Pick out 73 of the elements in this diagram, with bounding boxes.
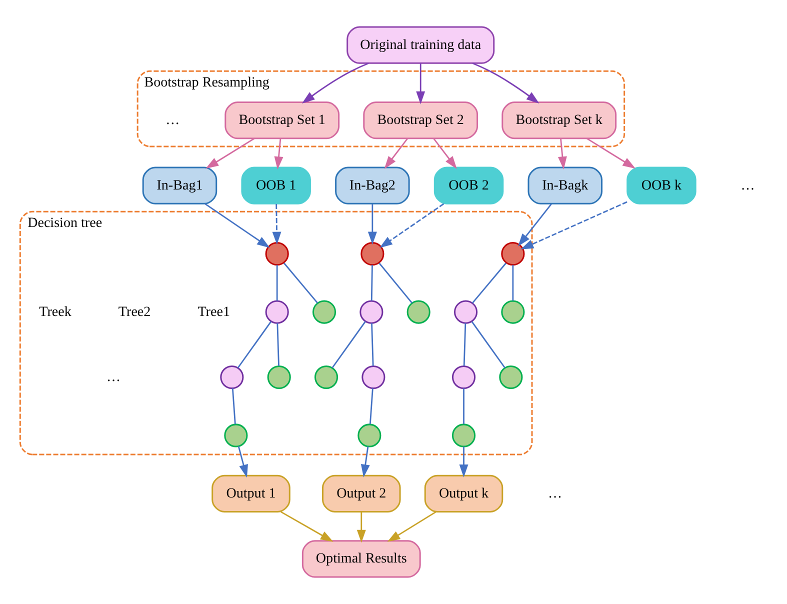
arrow — [472, 62, 540, 104]
connector — [276, 323, 280, 366]
connector — [471, 321, 506, 368]
node-circle — [267, 365, 291, 390]
node-box: OOB 1 — [241, 166, 311, 204]
node-circle — [454, 300, 478, 324]
arrow — [586, 138, 636, 169]
node-circle — [312, 300, 336, 324]
arrow — [416, 63, 426, 104]
connector — [284, 262, 318, 304]
node-box: Output 2 — [322, 474, 401, 512]
arrow — [433, 138, 457, 170]
connector — [276, 264, 278, 301]
node-circle — [314, 365, 338, 390]
arrow — [238, 446, 248, 478]
node-box: Bootstrap Set 2 — [363, 102, 478, 140]
node-circle — [452, 424, 476, 448]
label: Tree2 — [118, 304, 151, 320]
arrow — [272, 204, 282, 245]
node-box: Original training data — [346, 26, 495, 64]
connector — [463, 323, 466, 366]
arrow — [356, 512, 366, 543]
connector — [463, 388, 464, 424]
node-circle — [501, 242, 525, 266]
arrow — [459, 446, 468, 478]
node-circle — [501, 300, 525, 324]
node-box: Bootstrap Set 1 — [224, 102, 340, 140]
label: … — [106, 368, 121, 385]
node-circle — [360, 242, 384, 266]
label: Treek — [39, 304, 72, 320]
connector — [232, 388, 236, 424]
connector — [512, 264, 514, 301]
node-circle — [452, 365, 476, 390]
arrow — [518, 204, 552, 246]
node-circle — [360, 300, 384, 324]
node-box: Output 1 — [212, 474, 290, 512]
connector — [369, 388, 374, 424]
arrow — [520, 201, 628, 250]
arrow — [384, 138, 408, 170]
connector — [237, 321, 272, 368]
arrow — [206, 138, 255, 169]
node-circle — [406, 300, 430, 324]
node-circle — [224, 424, 248, 448]
arrow — [274, 138, 284, 170]
label: … — [166, 112, 180, 128]
node-circle — [362, 365, 386, 390]
node-circle — [358, 424, 382, 448]
arrow — [387, 511, 436, 542]
connector — [378, 262, 413, 304]
label: … — [548, 485, 562, 502]
node-circle — [220, 365, 244, 390]
node-box: In-Bagk — [528, 166, 602, 204]
connector — [370, 264, 373, 301]
node-circle — [265, 242, 289, 266]
arrow — [368, 204, 377, 245]
node-box: In-Bag1 — [142, 166, 218, 204]
node-circle — [499, 365, 523, 390]
arrow — [360, 446, 370, 478]
connector — [332, 321, 366, 368]
connector — [472, 262, 506, 304]
node-box: In-Bag2 — [335, 166, 410, 204]
node-box: OOB k — [626, 166, 696, 204]
label: Tree1 — [198, 304, 230, 320]
arrow — [280, 511, 334, 542]
node-box: OOB 2 — [434, 166, 504, 204]
label: … — [740, 177, 755, 194]
arrow — [380, 203, 444, 248]
node-box: Optimal Results — [302, 540, 421, 578]
connector — [371, 323, 374, 366]
arrow — [558, 138, 567, 170]
node-box: Bootstrap Set k — [502, 102, 617, 140]
node-box: Output k — [424, 474, 504, 512]
node-circle — [265, 300, 289, 324]
